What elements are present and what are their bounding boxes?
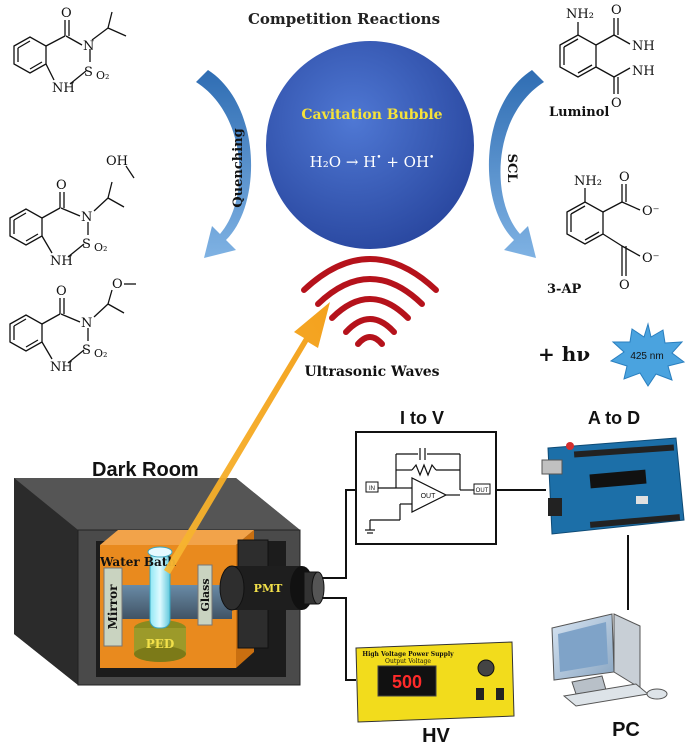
emission-arrow: [164, 302, 330, 574]
atom-o2: O₂: [94, 241, 107, 254]
atom-o-bottom: O: [611, 96, 622, 111]
atom-o: O: [56, 284, 67, 299]
mirror-label: Mirror: [106, 584, 120, 629]
atom-n: N: [81, 210, 92, 225]
atom-o-top: O: [619, 170, 630, 185]
waves-label: Ultrasonic Waves: [304, 364, 439, 380]
photon-label: + hν: [538, 342, 590, 366]
a-to-d-label: A to D: [588, 408, 640, 428]
atom-o2: O₂: [96, 69, 109, 82]
cavitation-bubble: [266, 41, 474, 249]
scl-arrow: [488, 70, 544, 258]
i-to-v-label: I to V: [400, 408, 444, 428]
bubble-equation: H₂O → H• + OH•: [310, 153, 435, 171]
diagram-title: Competition Reactions: [248, 10, 440, 28]
hv-power-supply: [355, 641, 515, 723]
pc-label: PC: [612, 719, 640, 741]
in-label: IN: [369, 486, 375, 492]
dark-room-enclosure: [14, 478, 301, 686]
emission-starburst: [609, 322, 685, 387]
atom-o-aldehyde: O: [112, 277, 123, 292]
ped-label: PED: [146, 637, 175, 651]
i-to-v-circuit: [355, 431, 497, 545]
atom-o2: O₂: [94, 347, 107, 360]
ultrasonic-waves: [301, 256, 439, 347]
atom-nh2: NH₂: [574, 174, 602, 189]
equation-mid: + OH: [382, 153, 429, 171]
pc-computer: [551, 613, 668, 707]
opamp-out-label: OUT: [421, 493, 437, 500]
pmt-label: PMT: [254, 582, 283, 595]
ap-name: 3-AP: [547, 282, 582, 297]
atom-o-top: O: [611, 3, 622, 18]
atom-o-minus-1: O⁻: [642, 204, 660, 219]
molecule-luminol: [559, 18, 631, 94]
atom-nh: NH: [52, 81, 75, 96]
molecule-saccharin-aldehyde: [9, 283, 136, 364]
radical-dot-h: •: [376, 153, 381, 163]
scl-label: SCL: [504, 154, 519, 183]
glass-label: Glass: [199, 578, 212, 611]
atom-s: S: [82, 237, 91, 252]
atom-s: S: [82, 343, 91, 358]
quenching-label: Quenching: [231, 128, 246, 207]
atom-nh: NH: [50, 360, 73, 375]
radical-dot-oh: •: [429, 153, 434, 163]
molecule-saccharin-isopropyl: [13, 11, 127, 85]
quenching-arrow: [196, 70, 252, 258]
arduino-board: [541, 437, 685, 535]
molecule-3-ap: [566, 184, 641, 276]
atom-o: O: [56, 178, 67, 193]
luminol-name: Luminol: [549, 105, 609, 120]
equation-left: H₂O → H: [310, 153, 377, 171]
pmt-detector: [219, 565, 325, 611]
atom-s: S: [84, 65, 93, 80]
hv-display: 500: [392, 672, 422, 692]
atom-oh: OH: [106, 154, 128, 169]
bubble-label: Cavitation Bubble: [301, 107, 442, 123]
atom-o-bottom: O: [619, 278, 630, 293]
wiring: [322, 489, 629, 681]
atom-o: O: [61, 6, 72, 21]
atom-nh-top: NH: [632, 39, 655, 54]
dark-room-label: Dark Room: [92, 459, 199, 481]
hv-title: High Voltage Power Supply: [362, 651, 454, 658]
hv-label: HV: [422, 725, 450, 747]
molecule-saccharin-hydroxy: [9, 165, 135, 258]
water-bath-label: Water Bath: [99, 555, 176, 569]
atom-nh-bottom: NH: [632, 64, 655, 79]
wavelength-label: 425 nm: [630, 351, 663, 362]
atom-nh2: NH₂: [566, 7, 594, 22]
atom-n: N: [81, 316, 92, 331]
atom-o-minus-2: O⁻: [642, 251, 660, 266]
out-terminal-label: OUT: [476, 488, 489, 494]
hv-subtitle: Output Voltage: [385, 658, 431, 665]
atom-nh: NH: [50, 254, 73, 269]
atom-n: N: [83, 39, 94, 54]
